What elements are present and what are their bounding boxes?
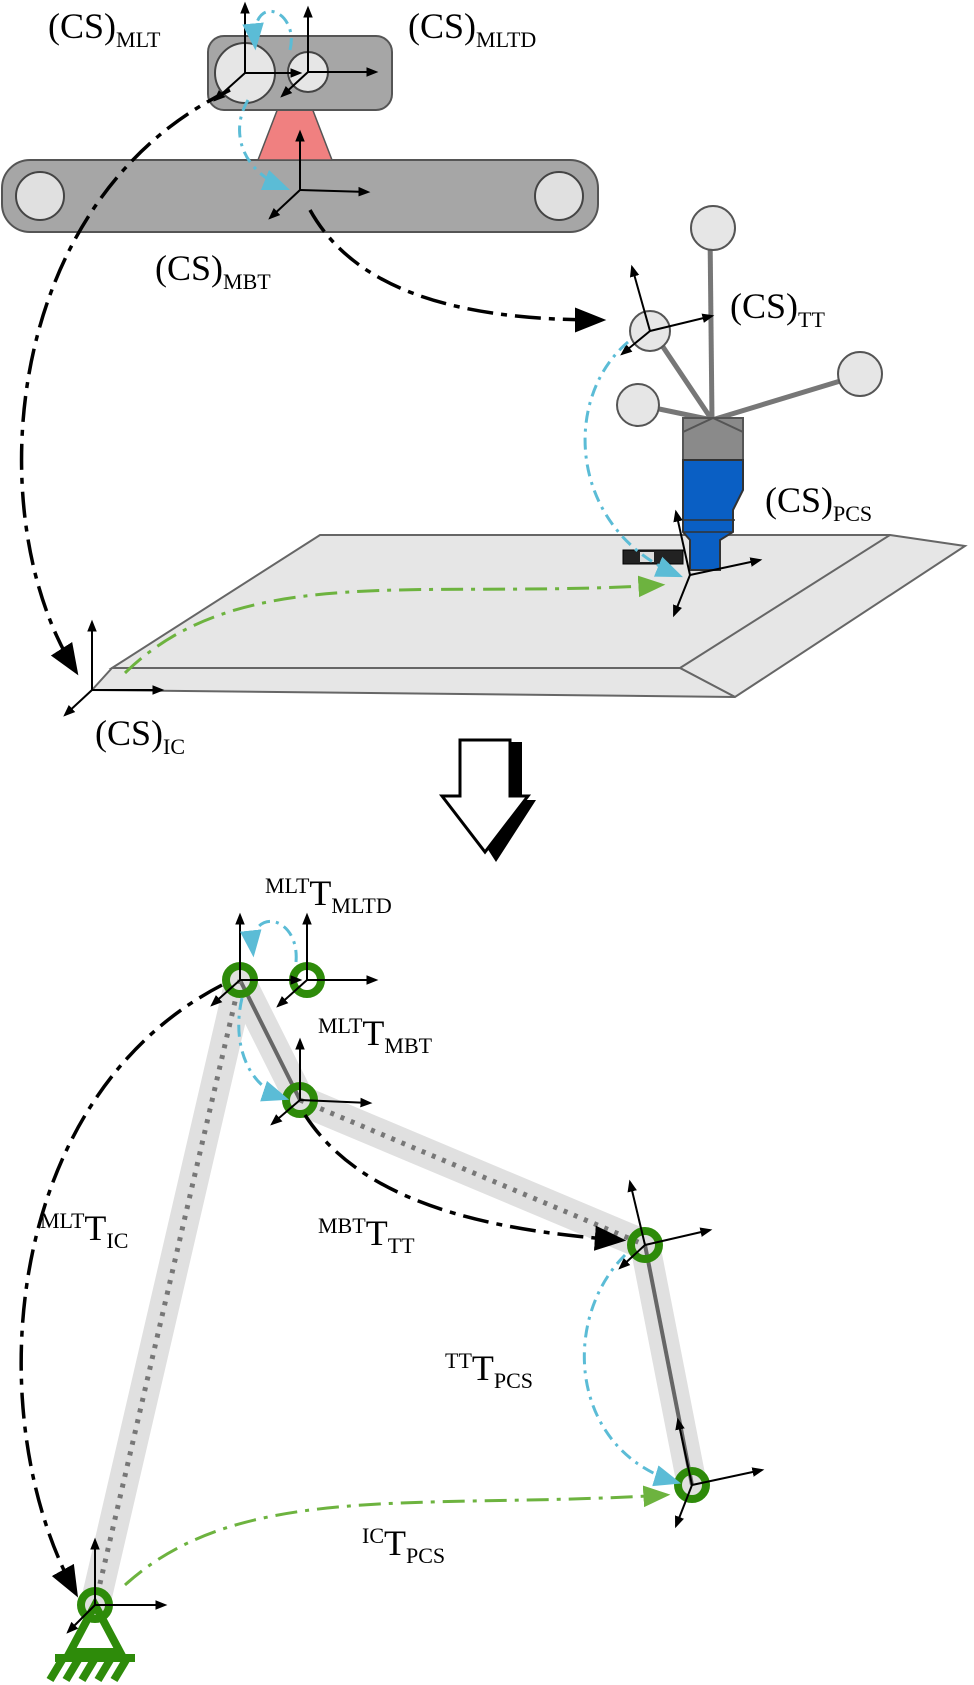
physical-setup: (CS)MLT (CS)MLTD (CS)MBT (CS)TT (CS)PCS … [1,1,968,759]
bar-marker-left [15,171,65,221]
arrow-b-mlt-mbt [237,997,290,1102]
kinematic-chain: MLTTMLTD MLTTMBT MLTTIC MBTTTT TTTPCS IC… [19,873,765,1683]
label-t-mltd: MLTTMLTD [265,873,392,918]
frame-pcs [673,509,763,618]
label-cs-mlt: (CS)MLT [48,6,161,52]
probe-head [682,417,744,461]
probe-sphere-top [690,205,736,251]
arrow-b-mlt-ic [19,983,223,1598]
frame-b-tt [618,1179,713,1270]
arrow-mlt-mltd [242,9,293,51]
frame-b-ic [66,1537,168,1634]
label-cs-tt: (CS)TT [730,286,825,332]
frame-b-mbt [270,1037,373,1126]
arrow-ic-pcs [123,575,666,675]
label-cs-ic: (CS)IC [95,713,185,759]
label-cs-mbt: (CS)MBT [155,248,271,294]
probe-sphere-left [616,383,660,427]
label-cs-pcs: (CS)PCS [765,480,872,526]
probe-body [682,459,744,571]
arrow-b-mlt-mltd [239,919,298,963]
frame-mbt [268,129,371,220]
arrow-mlt-mbt [238,99,291,191]
arrow-mbt-tt [308,209,607,333]
label-t-tt: MBTTTT [318,1213,415,1258]
joint-tt [627,1227,663,1263]
transition-arrow [438,738,536,862]
arrow-tt-pcs [583,340,683,578]
label-t-pcs: TTTPCS [445,1348,533,1393]
probe-sphere-right [837,351,883,397]
label-cs-mltd: (CS)MLTD [408,6,536,52]
label-t-ic: MLTTIC [40,1208,128,1253]
frame-ic [63,619,165,717]
frame-mltd [280,5,379,98]
bar-marker-right [534,171,584,221]
workpiece-plate-front [89,667,736,698]
frame-tt [620,264,715,356]
arrow-b-tt-pcs [582,1253,682,1487]
label-t-mbt: MLTTMBT [318,1013,433,1058]
arrow-b-mbt-tt [303,1114,627,1251]
arrow-b-ic-pcs [123,1485,671,1587]
arrow-mlt-ic [19,88,231,676]
tracker-mount [256,107,334,161]
frame-b-mltd [276,912,379,1008]
label-ic-pcs: ICTPCS [362,1523,445,1568]
frame-b-pcs [675,1417,765,1529]
ground-symbol [46,1596,135,1683]
